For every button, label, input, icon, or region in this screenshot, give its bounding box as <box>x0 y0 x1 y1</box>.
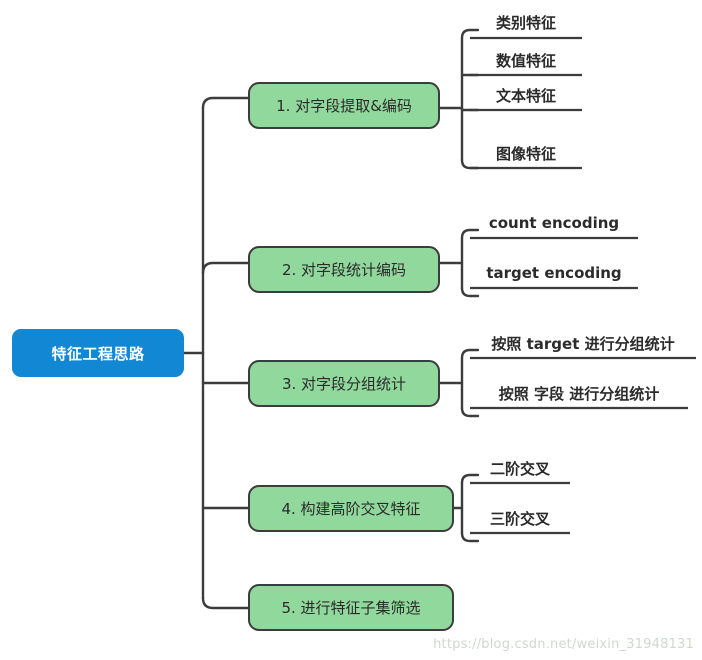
leaf-node-3-1[interactable]: 按照 target 进行分组统计 <box>470 329 696 357</box>
leaf-node-2-1[interactable]: count encoding <box>470 209 638 237</box>
leaf-node-4-2-label: 三阶交叉 <box>489 509 550 528</box>
leaf-node-2-2[interactable]: target encoding <box>470 259 638 287</box>
branch-node-1-label: 1. 对字段提取&编码 <box>276 97 412 115</box>
leaf-node-2-1-label: count encoding <box>488 214 620 232</box>
branch-node-4[interactable]: 4. 构建高阶交叉特征 <box>248 485 454 532</box>
root-node-label: 特征工程思路 <box>51 344 145 363</box>
branch-node-2[interactable]: 2. 对字段统计编码 <box>248 246 440 293</box>
connector-leaf-2-2 <box>460 286 480 298</box>
connector-branch-2 <box>201 261 250 275</box>
connector-leaf-4-2 <box>460 531 480 543</box>
branch-node-1[interactable]: 1. 对字段提取&编码 <box>248 82 440 129</box>
leaf-node-1-3-label: 文本特征 <box>495 86 556 105</box>
leaf-node-3-2-label: 按照 字段 进行分组统计 <box>498 384 660 403</box>
watermark-text: https://blog.csdn.net/weixin_31948131 <box>433 637 694 652</box>
connector-leaf-3-2 <box>460 406 480 418</box>
leaf-node-4-1-label: 二阶交叉 <box>489 459 550 478</box>
leaf-node-1-4[interactable]: 图像特征 <box>470 139 582 167</box>
branch-node-2-label: 2. 对字段统计编码 <box>281 261 407 279</box>
branch-node-4-label: 4. 构建高阶交叉特征 <box>281 500 421 518</box>
leaf-node-1-2-label: 数值特征 <box>495 51 556 70</box>
leaf-node-2-2-label: target encoding <box>486 264 622 282</box>
leaf-node-4-2[interactable]: 三阶交叉 <box>470 504 570 532</box>
branch-node-3[interactable]: 3. 对字段分组统计 <box>248 360 440 407</box>
leaf-node-3-1-label: 按照 target 进行分组统计 <box>491 334 675 353</box>
leaf-node-3-2[interactable]: 按照 字段 进行分组统计 <box>470 379 688 407</box>
branch-node-5-label: 5. 进行特征子集筛选 <box>281 599 421 617</box>
leaf-node-1-2[interactable]: 数值特征 <box>470 46 582 74</box>
root-node[interactable]: 特征工程思路 <box>12 329 184 377</box>
leaf-node-1-1[interactable]: 类别特征 <box>470 8 582 36</box>
leaf-node-1-3[interactable]: 文本特征 <box>470 81 582 109</box>
leaf-node-1-1-label: 类别特征 <box>495 13 556 32</box>
branch-node-3-label: 3. 对字段分组统计 <box>281 375 407 393</box>
leaf-node-1-4-label: 图像特征 <box>495 144 556 163</box>
branch-node-5[interactable]: 5. 进行特征子集筛选 <box>248 584 454 631</box>
connector-branch-5 <box>201 596 250 610</box>
leaf-node-4-1[interactable]: 二阶交叉 <box>470 454 570 482</box>
connector-branch-1 <box>201 96 250 110</box>
